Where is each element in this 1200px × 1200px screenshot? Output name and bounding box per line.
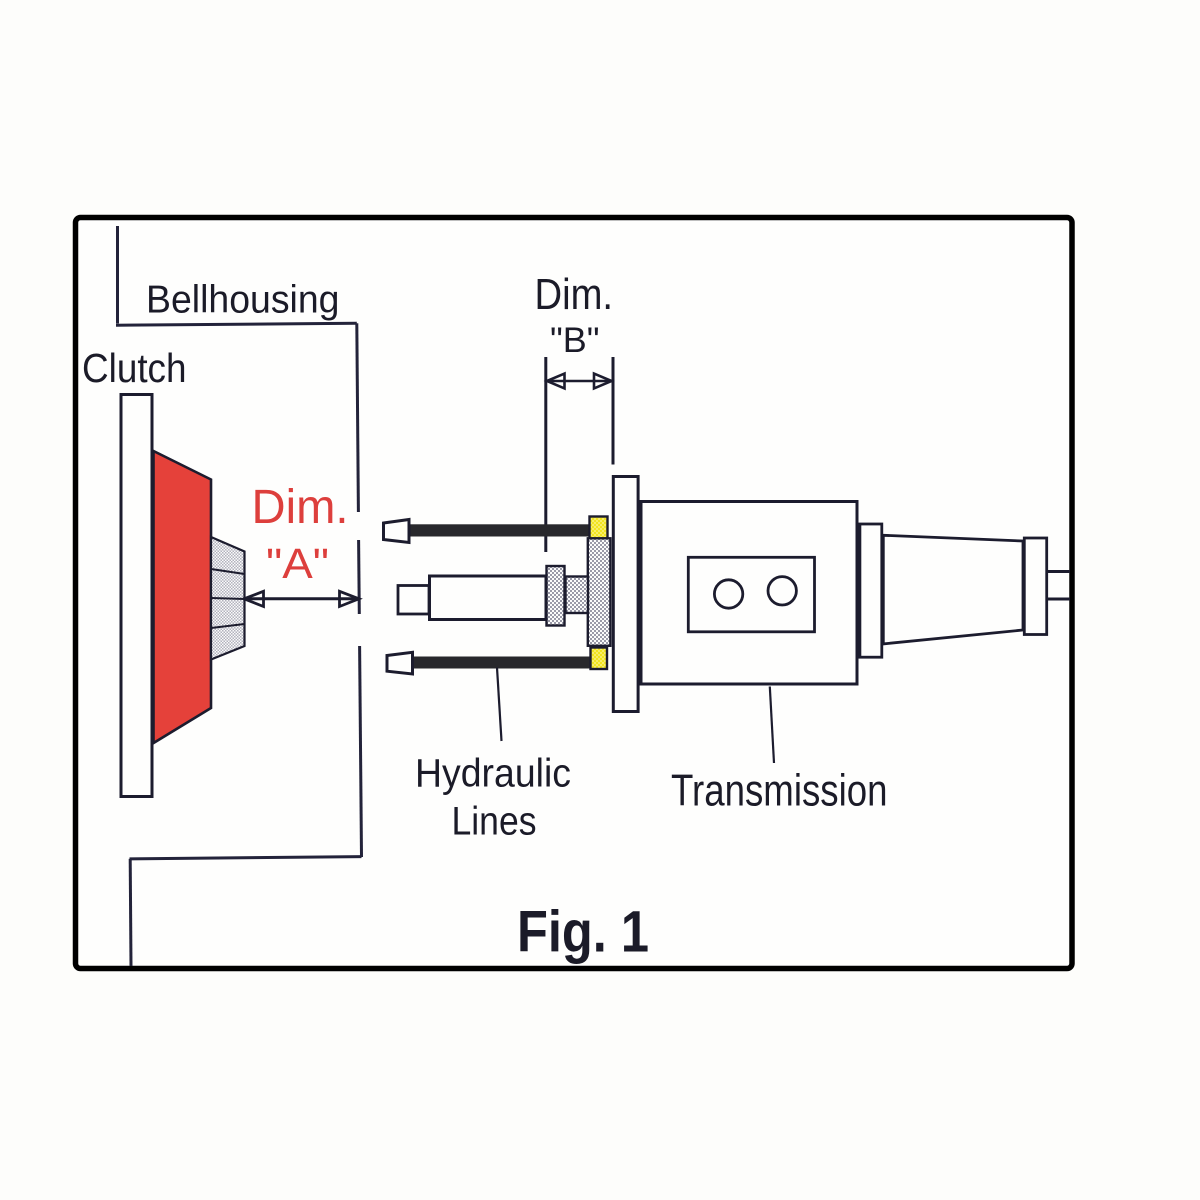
svg-text:Bellhousing: Bellhousing [146,279,340,322]
svg-text:Transmission: Transmission [671,766,888,815]
svg-text:Dim.: Dim. [535,270,614,319]
svg-text:Lines: Lines [452,799,537,844]
svg-text:"A": "A" [266,540,329,588]
svg-text:Hydraulic: Hydraulic [415,751,571,796]
svg-text:"B": "B" [550,320,600,360]
svg-text:Fig. 1: Fig. 1 [517,900,649,965]
svg-text:Dim.: Dim. [252,481,349,534]
svg-text:Clutch: Clutch [82,345,187,391]
